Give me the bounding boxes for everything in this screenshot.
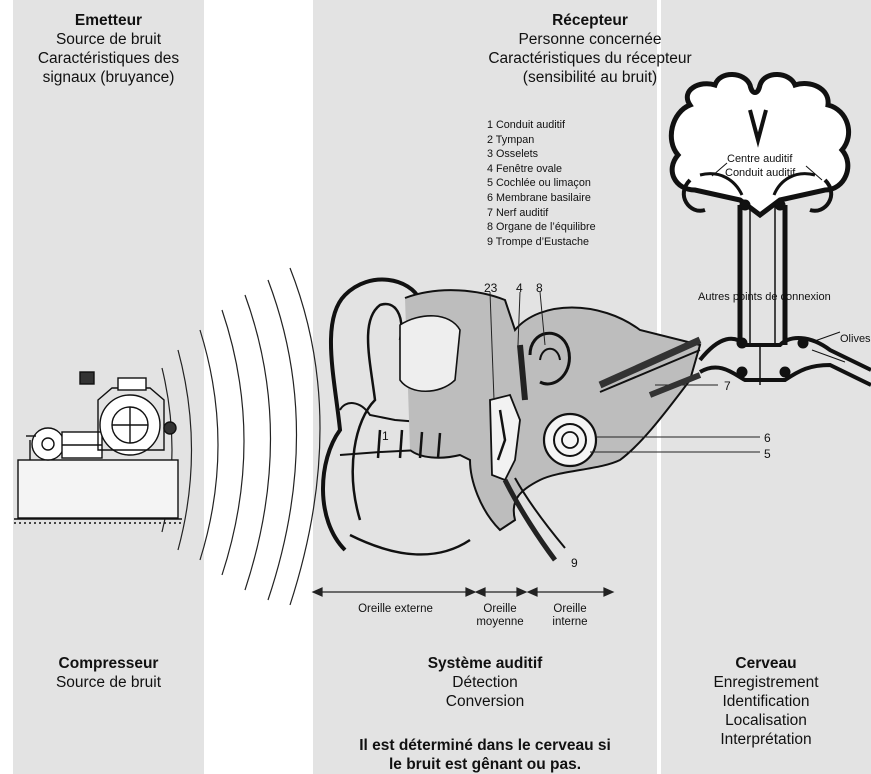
conclusion-line1: Il est déterminé dans le cerveau si <box>313 736 657 755</box>
label-olives: Olives <box>840 333 871 345</box>
label-conduit-auditif: Conduit auditif <box>725 167 796 179</box>
receiver-line1: Personne concernée <box>440 30 740 49</box>
section-arrows <box>313 588 613 596</box>
compressor-footer: Compresseur Source de bruit <box>13 654 204 692</box>
ear-parts-legend: 1 Conduit auditif 2 Tympan 3 Osselets 4 … <box>487 118 596 249</box>
label-9: 9 <box>571 556 578 570</box>
label-5: 5 <box>764 447 771 461</box>
section-oreille-externe: Oreille externe <box>328 603 463 616</box>
brain-title: Cerveau <box>661 654 871 673</box>
ear-part: 2 Tympan <box>487 133 596 148</box>
brain-line3: Localisation <box>661 711 871 730</box>
label-4: 4 <box>516 281 523 295</box>
section-oreille-moyenne: Oreille moyenne <box>468 603 532 629</box>
section-moyenne-line2: moyenne <box>468 616 532 629</box>
auditory-line1: Détection <box>313 673 657 692</box>
compressor-drawing <box>14 372 182 523</box>
receiver-line3: (sensibilité au bruit) <box>440 68 740 87</box>
receiver-line2: Caractéristiques du récepteur <box>440 49 740 68</box>
section-externe-label: Oreille externe <box>328 603 463 616</box>
section-interne-line1: Oreille <box>538 603 602 616</box>
label-6: 6 <box>764 431 771 445</box>
ear-part: 1 Conduit auditif <box>487 118 596 133</box>
receiver-title: Récepteur <box>440 11 740 30</box>
compressor-title: Compresseur <box>13 654 204 673</box>
label-7: 7 <box>724 379 731 393</box>
ear-part: 5 Cochlée ou limaçon <box>487 176 596 191</box>
auditory-line2: Conversion <box>313 692 657 711</box>
sound-waves <box>162 268 320 605</box>
brain-line2: Identification <box>661 692 871 711</box>
section-oreille-interne: Oreille interne <box>538 603 602 629</box>
brain-line1: Enregistrement <box>661 673 871 692</box>
emitter-line3: signaux (bruyance) <box>13 68 204 87</box>
label-23: 23 <box>484 281 498 295</box>
label-1: 1 <box>382 429 389 443</box>
ear-part: 9 Trompe d’Eustache <box>487 235 596 250</box>
receiver-header: Récepteur Personne concernée Caractérist… <box>440 11 740 87</box>
ear-part: 8 Organe de l’équilibre <box>487 220 596 235</box>
section-interne-line2: interne <box>538 616 602 629</box>
brain-footer: Cerveau Enregistrement Identification Lo… <box>661 654 871 749</box>
emitter-line1: Source de bruit <box>13 30 204 49</box>
section-moyenne-line1: Oreille <box>468 603 532 616</box>
label-8: 8 <box>536 281 543 295</box>
compressor-line1: Source de bruit <box>13 673 204 692</box>
emitter-line2: Caractéristiques des <box>13 49 204 68</box>
label-centre-auditif: Centre auditif <box>727 153 793 165</box>
ear-drawing <box>323 280 700 560</box>
label-autres-points: Autres points de connexion <box>698 291 831 303</box>
ear-part: 4 Fenêtre ovale <box>487 162 596 177</box>
auditory-footer: Système auditif Détection Conversion <box>313 654 657 711</box>
ear-part: 3 Osselets <box>487 147 596 162</box>
auditory-title: Système auditif <box>313 654 657 673</box>
emitter-title: Emetteur <box>13 11 204 30</box>
emitter-header: Emetteur Source de bruit Caractéristique… <box>13 11 204 87</box>
ear-part: 6 Membrane basilaire <box>487 191 596 206</box>
ear-part: 7 Nerf auditif <box>487 206 596 221</box>
conclusion-line2: le bruit est gênant ou pas. <box>313 755 657 774</box>
conclusion: Il est déterminé dans le cerveau si le b… <box>313 736 657 774</box>
brain-line4: Interprétation <box>661 730 871 749</box>
